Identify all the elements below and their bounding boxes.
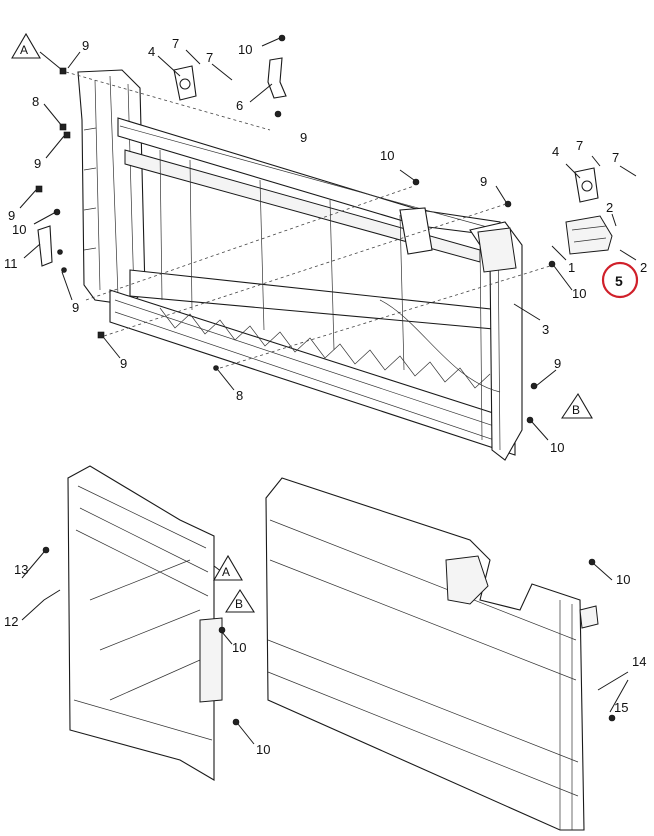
callout-9: 9 [34, 156, 41, 171]
highlight-circle [601, 261, 639, 299]
callout-12: 12 [4, 614, 18, 629]
hood-latch-left [37, 57, 287, 267]
callout-11: 11 [4, 256, 18, 271]
callout-6: 6 [236, 98, 243, 113]
callout-9: 9 [72, 300, 79, 315]
callout-10: 10 [550, 440, 564, 455]
callout-7: 7 [612, 150, 619, 165]
callout-7: 7 [172, 36, 179, 51]
callout-4: 4 [552, 144, 559, 159]
ref-marker-b-bottom: B [235, 597, 243, 611]
left-side-panel [21, 465, 255, 781]
callout-13: 13 [14, 562, 28, 577]
fasteners-upper [35, 34, 556, 424]
hood-latch-right [565, 167, 613, 255]
callout-8: 8 [32, 94, 39, 109]
ref-marker-b-top: B [572, 403, 580, 417]
callout-7: 7 [206, 50, 213, 65]
callout-10: 10 [572, 286, 586, 301]
callout-numbers: 9 4 7 7 10 6 8 9 9 10 9 10 11 9 9 8 4 7 … [4, 36, 647, 757]
callout-8: 8 [236, 388, 243, 403]
callout-9: 9 [300, 130, 307, 145]
callout-10: 10 [232, 640, 246, 655]
reference-markers: A B A B [11, 32, 593, 613]
callout-9: 9 [120, 356, 127, 371]
callout-10: 10 [616, 572, 630, 587]
callout-2: 2 [606, 200, 613, 215]
callout-10: 10 [238, 42, 252, 57]
callout-1: 1 [568, 260, 575, 275]
highlighted-callout: 5 [601, 261, 639, 299]
callout-10: 10 [380, 148, 394, 163]
front-panel [265, 477, 629, 831]
callout-15: 15 [614, 700, 628, 715]
ref-marker-a-top: A [20, 43, 28, 57]
ref-marker-a-bottom: A [222, 565, 230, 579]
callout-14: 14 [632, 654, 646, 669]
callout-10: 10 [256, 742, 270, 757]
callout-3: 3 [542, 322, 549, 337]
callout-9: 9 [82, 38, 89, 53]
leader-lines-upper [19, 37, 637, 441]
callout-4: 4 [148, 44, 155, 59]
front-frame-assembly [77, 69, 523, 461]
callout-5-highlighted: 5 [615, 273, 623, 289]
callout-9: 9 [554, 356, 561, 371]
callout-9: 9 [8, 208, 15, 223]
callout-10: 10 [12, 222, 26, 237]
callout-9: 9 [480, 174, 487, 189]
callout-7: 7 [576, 138, 583, 153]
callout-2: 2 [640, 260, 647, 275]
